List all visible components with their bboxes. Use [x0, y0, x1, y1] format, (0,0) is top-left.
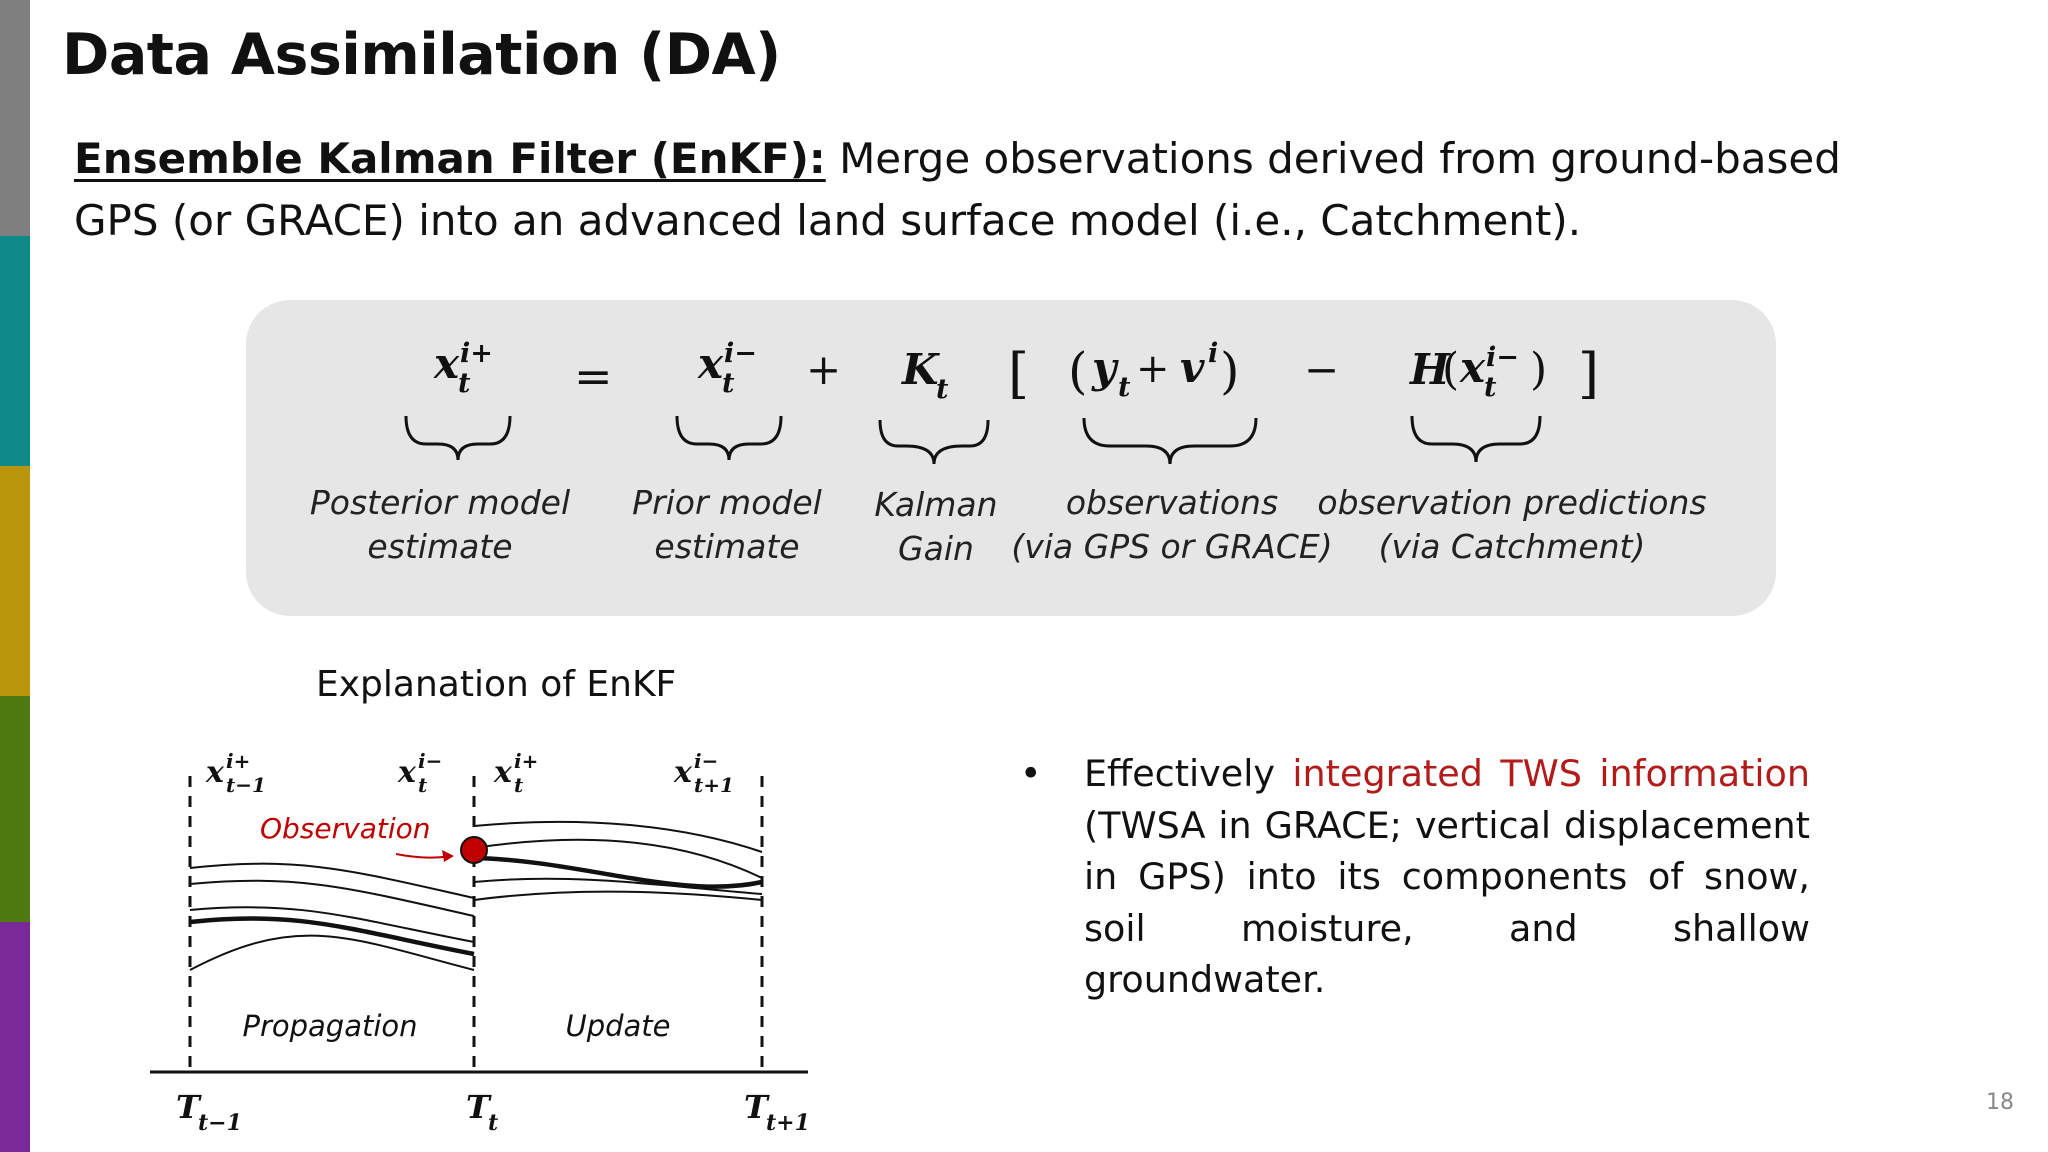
bullet-post: (TWSA in GRACE; vertical displacement in… — [1084, 803, 1810, 1002]
bullet-text: Effectively integrated TWS information (… — [1084, 748, 1810, 1006]
label-predictions-1: observation predictions — [1317, 483, 1706, 522]
ensemble-member-propagation-4 — [189, 934, 475, 971]
observation-point — [460, 836, 488, 864]
ensemble-member-update-1 — [473, 820, 763, 853]
eq-prior-sub: t — [722, 368, 735, 399]
label-observations-2: (via GPS or GRACE) — [1011, 527, 1332, 566]
enkf-equation: x i+ t = x i− t + K t [ ( y t + v i ) − … — [310, 338, 1707, 568]
eq-pred-H: H — [1409, 345, 1451, 394]
eq-pred-close: ) — [1530, 344, 1547, 395]
top-label-1-sup: i+ — [226, 749, 250, 773]
top-label-4-base: x — [673, 755, 693, 790]
slide-title: Data Assimilation (DA) — [62, 22, 781, 88]
top-label-3-base: x — [493, 755, 513, 790]
top-label-1-base: x — [205, 755, 225, 790]
ensemble-member-propagation-1 — [189, 862, 475, 899]
time-label-2-base: T — [466, 1088, 492, 1126]
observation-label: Observation — [260, 812, 431, 845]
ensemble-member-update-3 — [473, 877, 763, 895]
color-strip-green — [0, 696, 30, 922]
top-label-3-sub: t — [514, 773, 524, 797]
eq-obs-plus: + — [1136, 346, 1170, 392]
underbrace-prior — [675, 415, 783, 461]
equation-box — [246, 300, 1776, 616]
subtitle-lead: Ensemble Kalman Filter (EnKF): — [74, 134, 826, 183]
eq-lhs-base: x — [433, 339, 460, 388]
eq-minus: − — [1304, 345, 1339, 394]
eq-prior-sup: i− — [724, 338, 757, 369]
eq-obs-close: ) — [1220, 342, 1240, 400]
eq-lhs-sup: i+ — [460, 338, 493, 369]
observation-arrow — [395, 853, 451, 859]
ensemble-mean-propagation — [189, 916, 475, 957]
eq-pred-open: ( — [1442, 344, 1459, 395]
color-strip-gold — [0, 466, 30, 696]
eq-bracket-close: ] — [1578, 342, 1599, 405]
subtitle-rest: Merge observations derived from ground-b… — [74, 134, 1841, 245]
label-gain-2: Gain — [898, 529, 974, 568]
underbrace-gain — [878, 419, 990, 465]
eq-bracket-open: [ — [1008, 342, 1029, 405]
ensemble-member-propagation-2 — [189, 879, 475, 917]
label-prior-2: estimate — [654, 527, 799, 566]
bullet-highlight: integrated TWS information — [1292, 752, 1810, 795]
eq-obs-open: ( — [1068, 342, 1088, 400]
eq-pred-sup: i− — [1486, 342, 1519, 373]
ensemble-member-propagation-3 — [189, 906, 475, 943]
explanation-heading: Explanation of EnKF — [316, 664, 677, 705]
underbrace-predictions — [1410, 415, 1542, 463]
underbrace-observations — [1082, 417, 1258, 465]
label-posterior-2: estimate — [367, 527, 512, 566]
label-predictions-2: (via Catchment) — [1379, 527, 1646, 566]
ensemble-mean-update — [473, 855, 763, 889]
eq-gain-sub: t — [936, 374, 949, 405]
bullet-marker: • — [1020, 752, 1042, 795]
eq-obs-vsup: i — [1208, 338, 1218, 369]
observation-arrowhead — [442, 850, 454, 862]
eq-obs-ysub: t — [1118, 372, 1131, 403]
top-label-2-sup: i− — [418, 749, 442, 773]
eq-obs-y: y — [1091, 343, 1119, 392]
ensemble-member-update-4 — [473, 890, 763, 901]
eq-prior-base: x — [697, 339, 724, 388]
label-posterior-1: Posterior model — [310, 483, 570, 522]
eq-pred-base: x — [1459, 343, 1486, 392]
slide-subtitle: Ensemble Kalman Filter (EnKF): Merge obs… — [74, 128, 1934, 252]
top-label-2-sub: t — [418, 773, 428, 797]
bullet-pre: Effectively — [1084, 752, 1293, 795]
top-label-1-sub: t−1 — [226, 773, 266, 797]
time-label-3-sub: t+1 — [766, 1110, 810, 1136]
label-prior-1: Prior model — [632, 483, 822, 522]
top-label-2-base: x — [397, 755, 417, 790]
top-label-4-sup: i− — [694, 749, 718, 773]
time-label-2-sub: t — [488, 1110, 498, 1136]
eq-plus: + — [806, 345, 841, 394]
color-strip-grey — [0, 0, 30, 236]
eq-equals: = — [574, 349, 613, 403]
eq-obs-v: v — [1180, 343, 1205, 392]
eq-lhs-sub: t — [458, 368, 471, 399]
time-label-1-base: T — [176, 1088, 202, 1126]
top-label-4-sub: t+1 — [694, 773, 734, 797]
label-observations-1: observations — [1066, 483, 1278, 522]
bullet-point: • Effectively integrated TWS information… — [1020, 748, 1810, 1006]
time-label-1-sub: t−1 — [198, 1110, 242, 1136]
phase-label-update: Update — [565, 1009, 670, 1043]
phase-label-propagation: Propagation — [242, 1009, 417, 1043]
color-strip-purple — [0, 922, 30, 1152]
top-label-3-sup: i+ — [514, 749, 538, 773]
page-number: 18 — [1986, 1090, 2014, 1115]
label-gain-1: Kalman — [874, 485, 997, 524]
time-label-3-base: T — [744, 1088, 770, 1126]
color-strip-teal — [0, 236, 30, 466]
eq-pred-sub: t — [1484, 372, 1497, 403]
enkf-diagram: x i+ t−1 x i− t x i+ t x i− t+1 Observat… — [150, 749, 810, 1136]
eq-gain-base: K — [901, 345, 940, 394]
underbrace-posterior — [404, 415, 512, 461]
ensemble-member-update-2 — [473, 838, 763, 879]
